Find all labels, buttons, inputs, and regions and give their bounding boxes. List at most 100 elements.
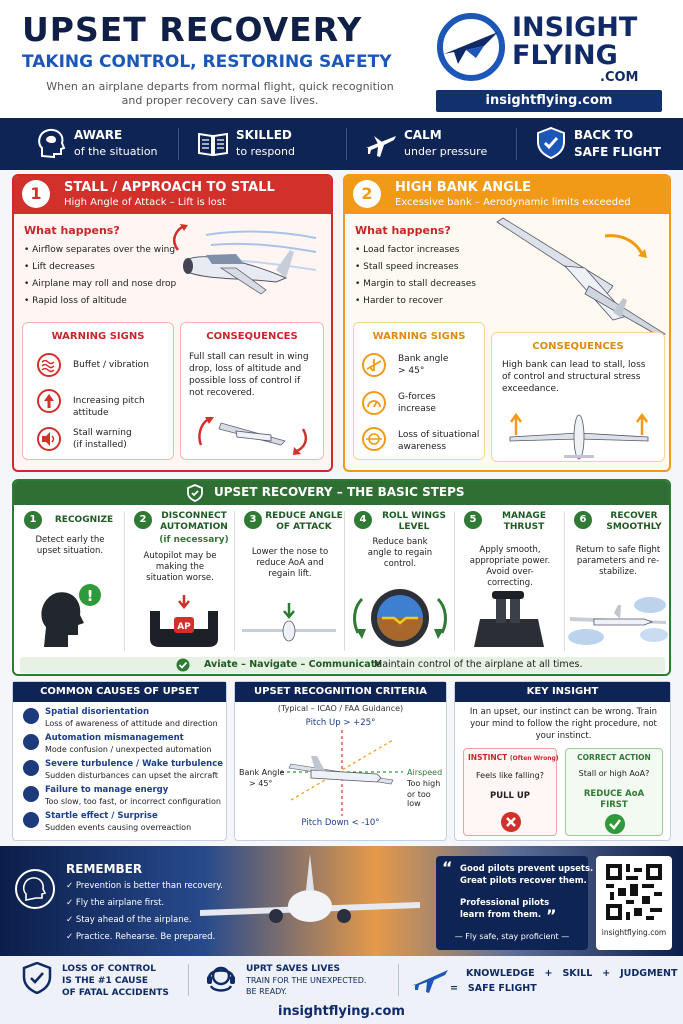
instinct-title: INSTINCT (468, 753, 508, 762)
stall-panel-header: 1 STALL / APPROACH TO STALL High Angle o… (14, 176, 331, 214)
airspeed-high: Too high (407, 779, 441, 788)
band-text: to respond (236, 145, 295, 158)
step-reduce-aoa: 3 REDUCE ANGLE OF ATTACK Lower the nose … (236, 507, 343, 655)
bank-title: HIGH BANK ANGLE (395, 180, 532, 195)
header: UPSET RECOVERY TAKING CONTROL, RESTORING… (0, 0, 683, 118)
turbulence-icon (23, 760, 39, 776)
airplane-icon (366, 136, 396, 157)
band-title-2: SAFE FLIGHT (574, 145, 661, 159)
high-bank-panel-header: 2 HIGH BANK ANGLE Excessive bank – Aerod… (345, 176, 669, 214)
cause-title: Startle effect / Surprise (45, 811, 158, 821)
airliner-sky-illustration (200, 854, 420, 923)
attitude-indicator-icon (353, 589, 447, 647)
step-title: REDUCE ANGLE OF ATTACK (265, 511, 343, 532)
pitch-down-label: Pitch Down < -10° (301, 818, 380, 828)
step-desc: Apply smooth, appropriate power. Avoid o… (469, 545, 551, 588)
footer-stat-3: OF FATAL ACCIDENTS (62, 988, 169, 998)
remember-item: ✓ Fly the airplane first. (66, 898, 165, 908)
step-title: ROLL WINGS LEVEL (382, 511, 446, 532)
g-meter-icon (362, 391, 386, 415)
step-title: DISCONNECT AUTOMATION (160, 511, 228, 532)
recognition-criteria-card: UPSET RECOGNITION CRITERIA (Typical – IC… (234, 681, 447, 841)
cause-title: Failure to manage energy (45, 785, 169, 795)
lightning-icon (23, 812, 39, 828)
motto-text: Aviate – Navigate – Communicate (204, 659, 382, 670)
cause-desc: Loss of awareness of attitude and direct… (45, 719, 218, 728)
step-title-note: (if necessary) (159, 535, 229, 545)
control-yoke-icon: AP (150, 595, 218, 647)
stall-consequences-title: CONSEQUENCES (206, 331, 298, 342)
airspeed-label: Airspeed (407, 768, 443, 777)
instinct-box: INSTINCT (Often Wrong) Feels like fallin… (463, 748, 559, 836)
common-causes-card: COMMON CAUSES OF UPSET Spatial disorient… (12, 681, 227, 841)
step-manage-thrust: 5 MANAGE THRUST Apply smooth, appropriat… (456, 507, 560, 655)
footer-stat-2: IS THE #1 CAUSE (62, 976, 149, 986)
bank-bullet: • Harder to recover (355, 296, 443, 306)
warning-text: awareness (398, 442, 447, 452)
step-desc: Autopilot may be making the situation wo… (143, 551, 217, 583)
band-title: SKILLED (236, 128, 292, 142)
airplane-icon (412, 970, 448, 993)
step-number: 3 (244, 511, 262, 529)
bank-bullet: • Load factor increases (355, 245, 460, 255)
speaker-icon (37, 427, 61, 451)
bank-warning-box: WARNING SIGNS Bank angle > 45° G-forces … (353, 322, 485, 460)
remember-item: ✓ Prevention is better than recovery. (66, 881, 223, 891)
basic-steps-panel: UPSET RECOVERY – THE BASIC STEPS 1 RECOG… (12, 479, 671, 676)
footer-uprt-title: UPRT SAVES LIVES (246, 964, 340, 974)
warning-text: G-forces (398, 392, 436, 402)
banked-airplane-illustration (496, 217, 666, 336)
footer-url-link[interactable]: insightflying.com (278, 1004, 405, 1019)
footer-uprt-text-2: BE READY. (246, 987, 287, 996)
criteria-title: UPSET RECOGNITION CRITERIA (235, 682, 446, 702)
stall-what-happens: What happens? (24, 224, 120, 237)
cause-desc: Sudden events causing overreaction (45, 823, 192, 832)
qr-box[interactable]: insightflying.com (596, 856, 672, 950)
instinct-note: (Often Wrong) (509, 755, 559, 762)
step-number: 1 (24, 511, 42, 529)
step-number: 5 (464, 511, 482, 529)
header-url-link[interactable]: insightflying.com (436, 90, 662, 112)
brain-head-icon (15, 869, 55, 909)
footer-formula-result: = SAFE FLIGHT (450, 983, 537, 994)
band-text: under pressure (404, 145, 488, 158)
qr-url[interactable]: insightflying.com (601, 928, 667, 937)
cause-title: Spatial disorientation (45, 707, 150, 717)
criteria-diagram (281, 730, 403, 816)
footer: LOSS OF CONTROL IS THE #1 CAUSE OF FATAL… (0, 956, 683, 1024)
qr-code-icon[interactable] (606, 864, 662, 920)
footer-stat-1: LOSS OF CONTROL (62, 964, 156, 974)
airspeed-low: or too low (407, 790, 431, 808)
warning-text: (if installed) (73, 440, 127, 450)
logo-text-com: .COM (600, 70, 639, 85)
step-desc: Detect early the upset situation. (35, 535, 105, 556)
warning-text: Buffet / vibration (73, 360, 149, 370)
warning-text: Loss of situational (398, 430, 480, 440)
cause-title: Severe turbulence / Wake turbulence (45, 759, 224, 769)
warning-text: increase (398, 404, 436, 414)
step-desc: Return to safe flight parameters and re-… (575, 545, 661, 577)
remember-item: ✓ Practice. Rehearse. Be prepared. (66, 932, 216, 942)
cause-title: Automation mismanagement (45, 733, 184, 743)
gauge-icon (23, 786, 39, 802)
band-title: CALM (404, 128, 442, 142)
step-desc: Lower the nose to reduce AoA and regain … (251, 547, 329, 579)
spiral-icon (23, 708, 39, 724)
step-title: RECOVER SMOOTHLY (606, 511, 662, 532)
bank-consequences-text: High bank can lead to stall, loss of con… (502, 360, 646, 394)
criteria-subtitle: (Typical – ICAO / FAA Guidance) (277, 704, 404, 713)
shield-check-icon (187, 484, 203, 502)
correct-answer-2: FIRST (600, 800, 628, 810)
cause-desc: Mode confusion / unexpected automation (45, 745, 212, 754)
nose-down-airplane-icon (242, 603, 336, 642)
warning-text: Bank angle (398, 354, 449, 364)
stall-consequences-box: CONSEQUENCES Full stall can result in wi… (180, 322, 324, 460)
step-number: 4 (354, 511, 372, 529)
shield-check-icon (537, 126, 565, 160)
stall-subtitle: High Angle of Attack – Lift is lost (64, 197, 226, 208)
band-text: of the situation (74, 145, 158, 158)
instinct-answer: PULL UP (489, 791, 531, 801)
correct-check-icon (605, 814, 625, 834)
bank-angle-value: > 45° (249, 779, 273, 788)
open-book-icon (198, 132, 228, 157)
